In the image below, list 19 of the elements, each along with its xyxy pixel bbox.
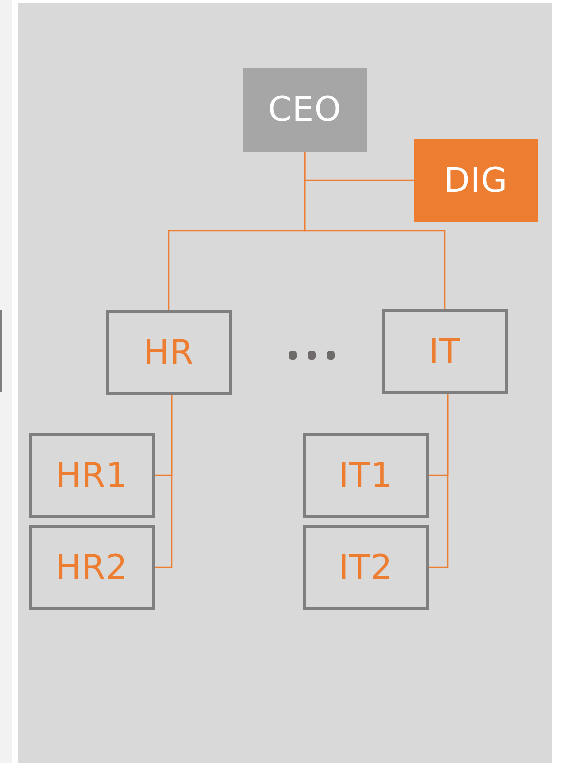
connector-line	[304, 152, 446, 309]
connector-line	[155, 395, 173, 568]
department-box	[106, 310, 232, 395]
node-label: HR	[144, 332, 194, 372]
node-label: DIG	[444, 160, 508, 200]
node-label: IT	[429, 332, 461, 372]
node-label: IT1	[339, 456, 393, 496]
department-box	[303, 433, 429, 518]
connector-line	[429, 394, 449, 568]
department-box	[29, 525, 155, 610]
node-label: CEO	[268, 90, 342, 130]
node-label: HR1	[56, 456, 128, 496]
department-box	[29, 433, 155, 518]
role-box	[243, 68, 367, 152]
department-box	[382, 309, 508, 394]
department-box	[303, 525, 429, 610]
highlight-box	[414, 139, 538, 222]
node-label: HR2	[56, 548, 128, 588]
node-label: IT2	[339, 548, 393, 588]
